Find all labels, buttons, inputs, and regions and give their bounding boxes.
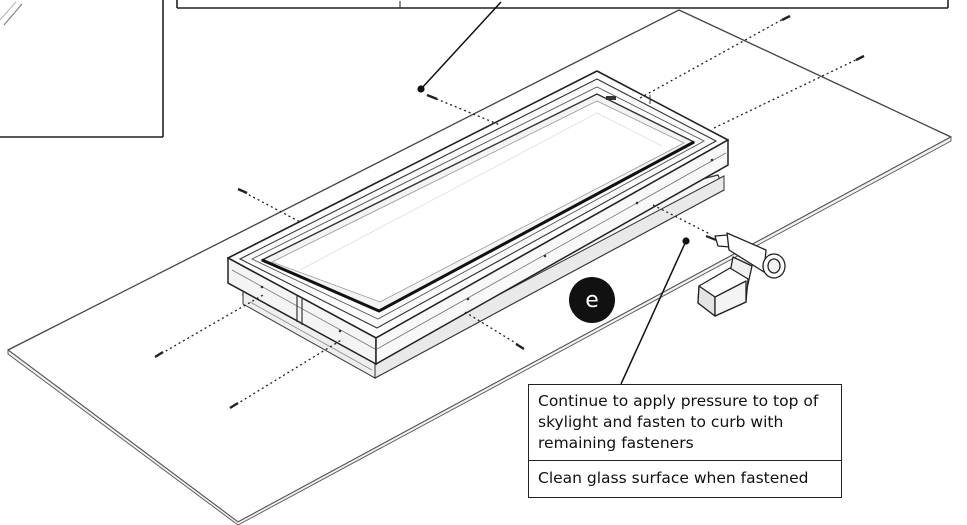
fastener-left-lower xyxy=(229,338,344,410)
step-marker-badge: e xyxy=(569,277,615,323)
instruction-callout-box: Continue to apply pressure to top of sky… xyxy=(528,384,842,498)
callout-leaders xyxy=(417,1,690,385)
fasteners xyxy=(154,14,865,410)
top-callout-frame xyxy=(176,0,949,9)
instruction-fasten-text: Continue to apply pressure to top of sky… xyxy=(538,392,819,452)
instruction-clean-text: Clean glass surface when fastened xyxy=(529,460,841,497)
cordless-drill-icon xyxy=(697,232,786,317)
detail-inset-frame xyxy=(0,0,164,138)
fastener-right-drill xyxy=(652,204,711,235)
fastener-left-mid xyxy=(154,294,264,359)
fastener-bottom-center xyxy=(464,311,525,351)
fastener-left-upper xyxy=(237,187,301,223)
skylight xyxy=(227,70,729,366)
fastener-top-left xyxy=(426,93,501,126)
fastener-top-right-1 xyxy=(639,14,791,99)
fastener-top-right-2 xyxy=(713,54,865,129)
